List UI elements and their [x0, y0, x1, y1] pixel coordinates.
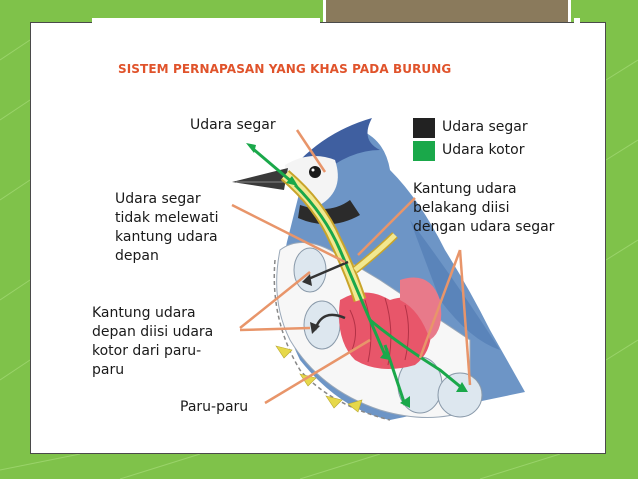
- pointer-lungs: [264, 338, 371, 405]
- diagram-title: SISTEM PERNAPASAN YANG KHAS PADA BURUNG: [118, 62, 452, 76]
- front-air-sac: [293, 247, 327, 293]
- pointer-front-sac-2: [239, 326, 311, 332]
- pointer-rear-sac-2: [418, 249, 462, 359]
- pointer-top-fresh: [295, 129, 327, 173]
- legend-swatch-fresh: [413, 118, 435, 138]
- bird-beak: [232, 168, 288, 190]
- label-front-air-sac: Kantung udara depan diisi udara kotor da…: [92, 305, 214, 378]
- bird-eye: [309, 166, 321, 178]
- top-bar-gap-right: [574, 18, 580, 24]
- label-rear-air-sac: Kantung udara belakang diisi dengan udar…: [413, 181, 555, 235]
- pointer-front-sac-1: [239, 271, 311, 329]
- legend-label-fresh: Udara segar: [442, 119, 528, 135]
- legend-label-dirty: Udara kotor: [442, 142, 525, 158]
- legend-swatch-dirty: [413, 141, 435, 161]
- label-top-fresh-air: Udara segar: [190, 117, 276, 133]
- top-bar-gap: [92, 18, 320, 24]
- pointer-not-passing: [231, 203, 346, 264]
- slide-tab-decoration: [323, 0, 571, 22]
- pointer-rear-sac-1: [357, 197, 416, 256]
- label-lungs: Paru-paru: [180, 399, 249, 415]
- pointer-rear-sac-3: [458, 249, 472, 386]
- label-not-passing-front-sac: Udara segar tidak melewati kantung udara…: [115, 191, 219, 264]
- bird-wing: [410, 220, 500, 350]
